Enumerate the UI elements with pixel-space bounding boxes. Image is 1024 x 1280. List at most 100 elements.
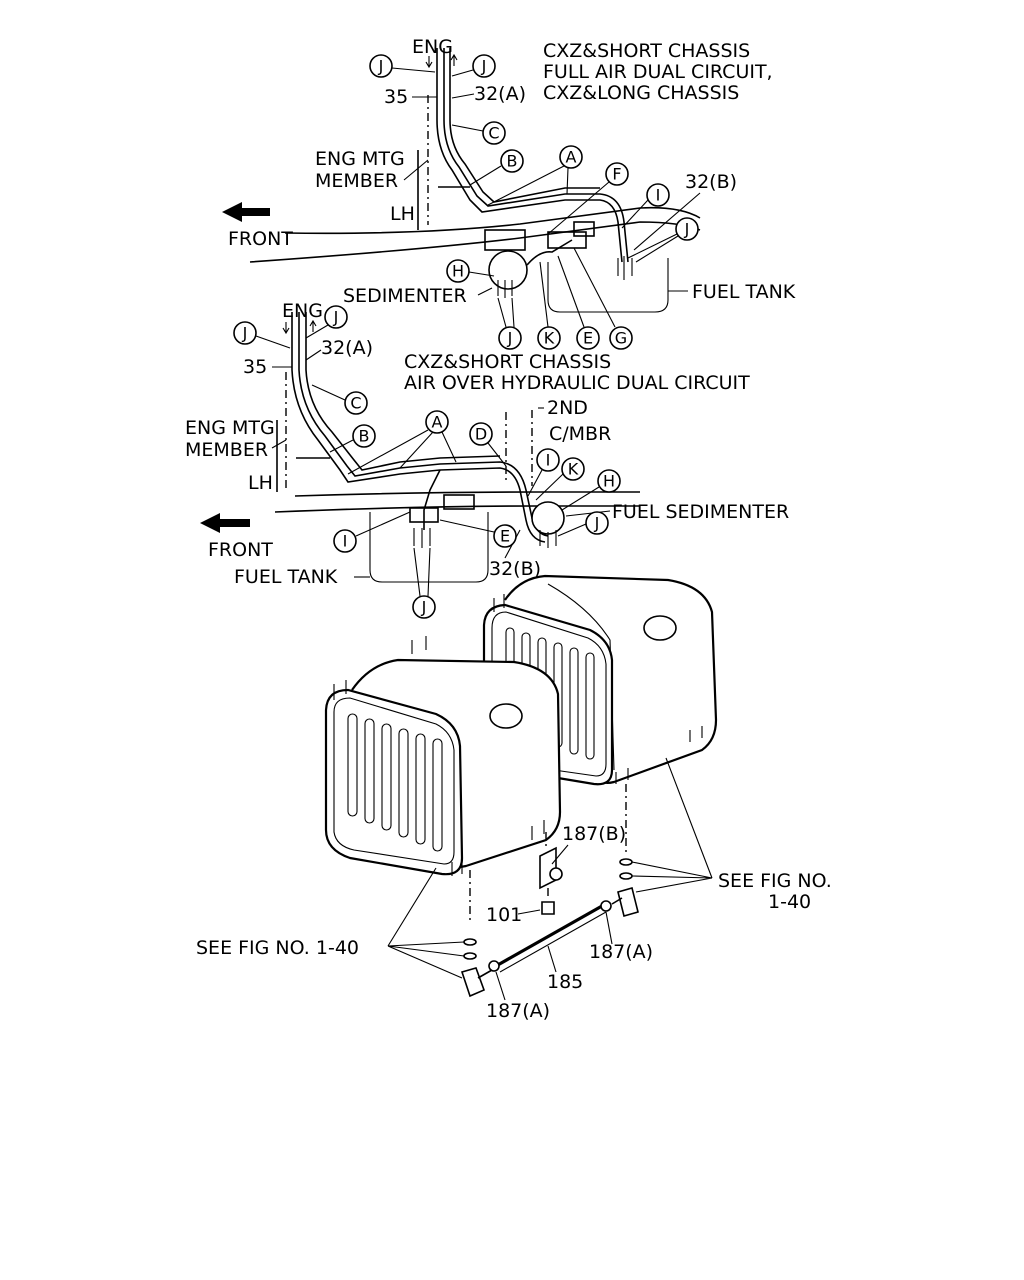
mid-eng-arrow-down	[282, 322, 290, 335]
part-101-label: 101	[486, 904, 522, 926]
mid-frame-rail-upper	[294, 491, 640, 497]
svg-text:J: J	[378, 57, 384, 76]
front-tank-mounts	[333, 636, 545, 876]
mid-fuel-sedimenter-label: FUEL SEDIMENTER	[612, 501, 789, 523]
mid-fuel-tank-label: FUEL TANK	[234, 566, 338, 588]
top-eng-label: ENG	[412, 36, 453, 58]
top-frame-rail-upper	[284, 206, 701, 235]
svg-text:H: H	[603, 472, 615, 491]
top-callout-i: I	[621, 183, 670, 229]
mid-callout-i2: I	[333, 511, 411, 553]
top-fuel-line-3	[449, 48, 600, 203]
top-sedimenter-leader	[477, 287, 493, 296]
rear-tank-cap	[643, 615, 677, 641]
washer-left-2	[463, 952, 477, 960]
top-config-line-1: CXZ&SHORT CHASSIS	[543, 40, 750, 62]
mid-fuel-line-1	[291, 312, 546, 543]
top-callout-g: G	[573, 247, 633, 350]
fitting-right	[617, 887, 639, 917]
svg-text:J: J	[333, 308, 339, 327]
mid-eng-mtg-leader	[271, 439, 287, 449]
top-callout-h: H	[446, 259, 495, 283]
top-callout-j3: J	[627, 217, 699, 263]
part-185-label: 185	[547, 971, 583, 993]
part-101-leader	[517, 909, 541, 915]
part-185-leader	[547, 945, 557, 973]
front-fuel-tank	[324, 636, 562, 876]
mid-config-line-2: AIR OVER HYDRAULIC DUAL CIRCUIT	[404, 372, 750, 394]
mid-eng-mtg-line-1: ENG MTG	[185, 417, 275, 439]
top-eng-mtg-line-2: MEMBER	[315, 170, 398, 192]
mid-callout-j3: J	[557, 511, 609, 537]
front-tank-cap	[489, 703, 523, 729]
front-tank-front-panel	[333, 697, 455, 865]
svg-text:I: I	[546, 451, 551, 470]
mid-2nd-mbr-line-1-label: 2ND	[547, 397, 588, 419]
part-187a-bottom-label: 187(A)	[486, 1000, 550, 1022]
top-callout-k: K	[537, 261, 561, 350]
mid-front-arrow-icon	[200, 513, 250, 533]
top-valve-block-2	[573, 221, 595, 237]
top-eng-arrow-up	[450, 53, 458, 66]
svg-text:B: B	[507, 152, 518, 171]
svg-text:J: J	[594, 514, 600, 533]
mid-callout-k: K	[535, 457, 585, 501]
top-callout-j1: J	[369, 54, 436, 78]
fitting-left	[460, 967, 486, 998]
mid-part-32a-leader	[305, 349, 322, 361]
svg-text:D: D	[475, 425, 487, 444]
top-lh-label: LH	[390, 203, 415, 225]
top-part-32a: 32(A)	[474, 83, 526, 105]
svg-text:I: I	[343, 532, 348, 551]
top-fuel-tank-label: FUEL TANK	[692, 281, 796, 303]
mid-tank-valve-block	[409, 507, 439, 523]
mid-callout-b: B	[329, 424, 376, 453]
mid-sedimenter-ports	[539, 530, 557, 548]
part-187a-bottom-leader	[495, 971, 506, 1001]
bolt-101	[541, 901, 555, 915]
mid-part-35: 35	[243, 356, 267, 378]
top-eng-mtg-line-1: ENG MTG	[315, 148, 405, 170]
mid-eng-label: ENG	[282, 300, 323, 322]
svg-text:K: K	[544, 329, 555, 348]
top-callout-e: E	[557, 255, 600, 350]
middle-view: CXZ&SHORT CHASSIS AIR OVER HYDRAULIC DUA…	[185, 300, 789, 619]
top-sedimenter-body	[488, 250, 528, 290]
top-callout-f: F	[547, 162, 629, 235]
top-view: CXZ&SHORT CHASSIS FULL AIR DUAL CIRCUIT,…	[222, 36, 796, 350]
mid-callout-h: H	[561, 469, 621, 511]
mid-part-32b: 32(B)	[489, 558, 541, 580]
fitting-right-nozzle	[611, 897, 623, 905]
top-part-32b-leader	[633, 192, 701, 251]
see-fig-right-line-2: 1-40	[768, 891, 811, 913]
washer-right-2	[619, 872, 633, 880]
mid-front-label: FRONT	[208, 539, 273, 561]
mid-tank-ports	[413, 528, 431, 548]
svg-text:G: G	[615, 329, 627, 348]
part-187b-leader	[551, 844, 569, 865]
mid-eng-arrow-up	[309, 319, 317, 332]
part-187a-right-label: 187(A)	[589, 941, 653, 963]
top-sedimenter-ports	[497, 280, 513, 298]
top-callout-j2: J	[451, 54, 496, 78]
top-part-32a-leader	[451, 93, 475, 99]
see-fig-right-line-1: SEE FIG NO.	[718, 870, 832, 892]
top-part-35: 35	[384, 86, 408, 108]
top-sedimenter-bracket	[484, 229, 526, 251]
top-valve-block	[547, 231, 587, 249]
mid-callout-e: E	[439, 519, 517, 548]
svg-text:A: A	[566, 148, 577, 167]
svg-text:B: B	[359, 427, 370, 446]
see-fig-left-leaders	[387, 867, 465, 979]
top-tank-ports	[617, 256, 633, 280]
svg-text:E: E	[583, 329, 593, 348]
top-eng-mtg-leader	[403, 159, 429, 181]
top-front-label: FRONT	[228, 228, 293, 250]
top-front-arrow-icon	[222, 202, 270, 222]
svg-text:A: A	[432, 413, 443, 432]
svg-text:J: J	[421, 598, 427, 617]
mid-fuel-line-3	[305, 312, 501, 471]
pipe-185	[495, 904, 603, 968]
mid-callout-a: A	[347, 410, 457, 475]
top-config-line-3: CXZ&LONG CHASSIS	[543, 82, 739, 104]
